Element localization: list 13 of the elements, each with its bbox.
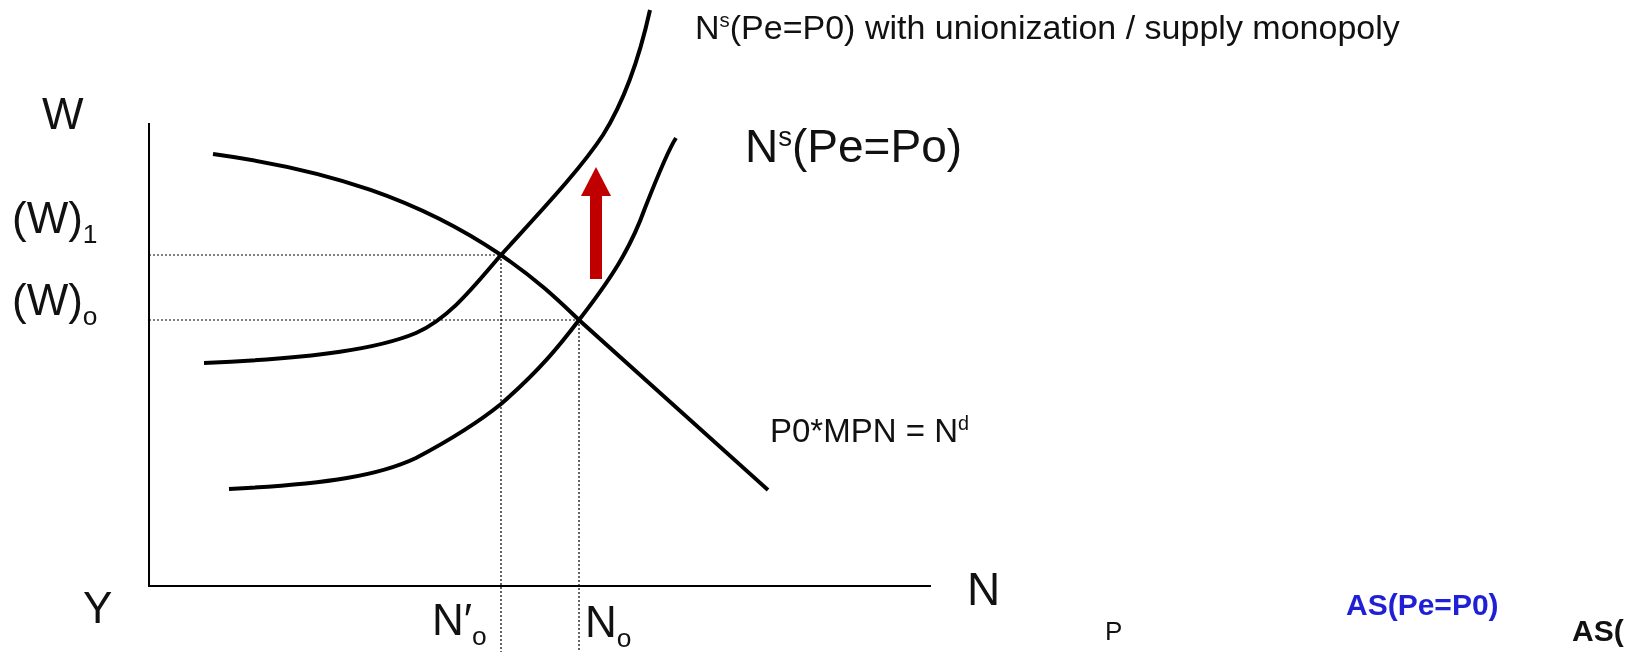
- curve-label: N$^{s}$(Pe=Po): [745, 123, 963, 170]
- axis-label: N: [967, 566, 1001, 612]
- curve-label: P0*MPN = N$^{d}$: [770, 414, 969, 447]
- axis-tick-label: (W)$_{1}$: [12, 196, 98, 248]
- curve-label: AS(: [1572, 616, 1624, 646]
- axis-label: W: [42, 92, 84, 136]
- axis-tick-label: (W)$_{o}$: [12, 278, 98, 330]
- axis-label: Y: [83, 586, 113, 630]
- curve-label: N$^{s}$(Pe=P0) with unionization / supply monopoly: [695, 10, 1400, 45]
- axis-label: P: [1105, 618, 1123, 644]
- axis-tick-label: N′$_{o}$: [432, 598, 487, 650]
- axis-tick-label: N$_{o}$: [585, 600, 632, 652]
- curve-label: AS(Pe=P0): [1346, 590, 1499, 620]
